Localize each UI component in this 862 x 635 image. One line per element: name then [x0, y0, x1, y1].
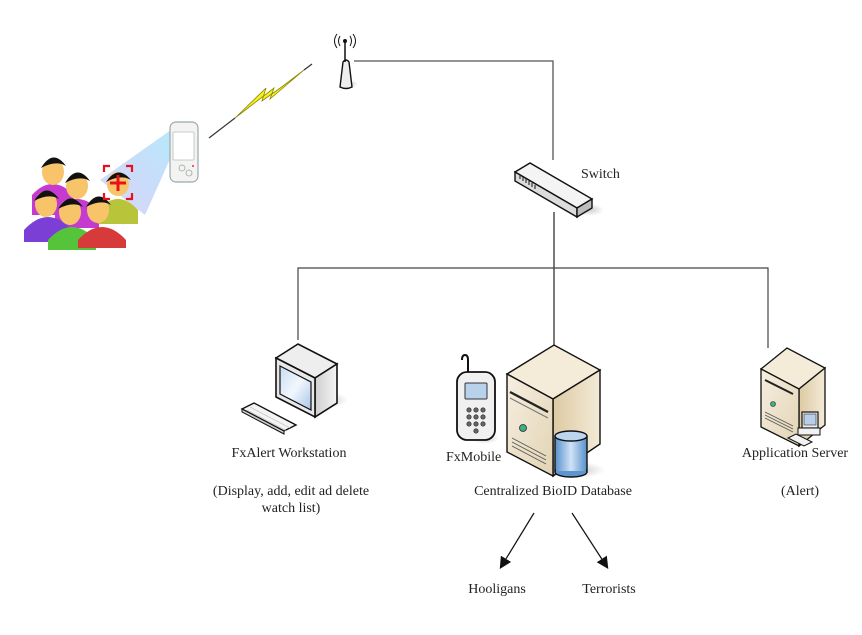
hooligans-label: Hooligans [468, 582, 526, 597]
workstation-sublabel-line2: watch list) [261, 501, 321, 516]
app-server-sublabel: (Alert) [780, 484, 820, 499]
wireless-antenna-icon [334, 33, 358, 90]
workstation-sublabel-line1: (Display, add, edit ad delete [212, 484, 370, 499]
face-focus-icon [102, 164, 134, 201]
network-switch-icon [513, 162, 604, 219]
pda-camera-icon [169, 121, 199, 183]
arrow-to-hooligans [499, 512, 535, 570]
database-server-icon [505, 344, 605, 478]
workstation-icon [240, 343, 348, 435]
mobile-label: FxMobile [446, 450, 502, 465]
workstation-label: FxAlert Workstation [231, 446, 347, 461]
arrow-to-terrorists [571, 512, 609, 570]
switch-label: Switch [581, 167, 620, 182]
mobile-phone-icon [456, 353, 499, 444]
antenna-to-switch-line [354, 60, 554, 160]
wireless-link-icon [208, 63, 313, 139]
bus-line [297, 267, 769, 348]
application-server-icon [759, 347, 827, 448]
database-label: Centralized BioID Database [474, 484, 632, 499]
app-server-label: Application Server [741, 446, 849, 461]
connection-lines [297, 60, 769, 352]
terrorists-label: Terrorists [582, 582, 636, 597]
